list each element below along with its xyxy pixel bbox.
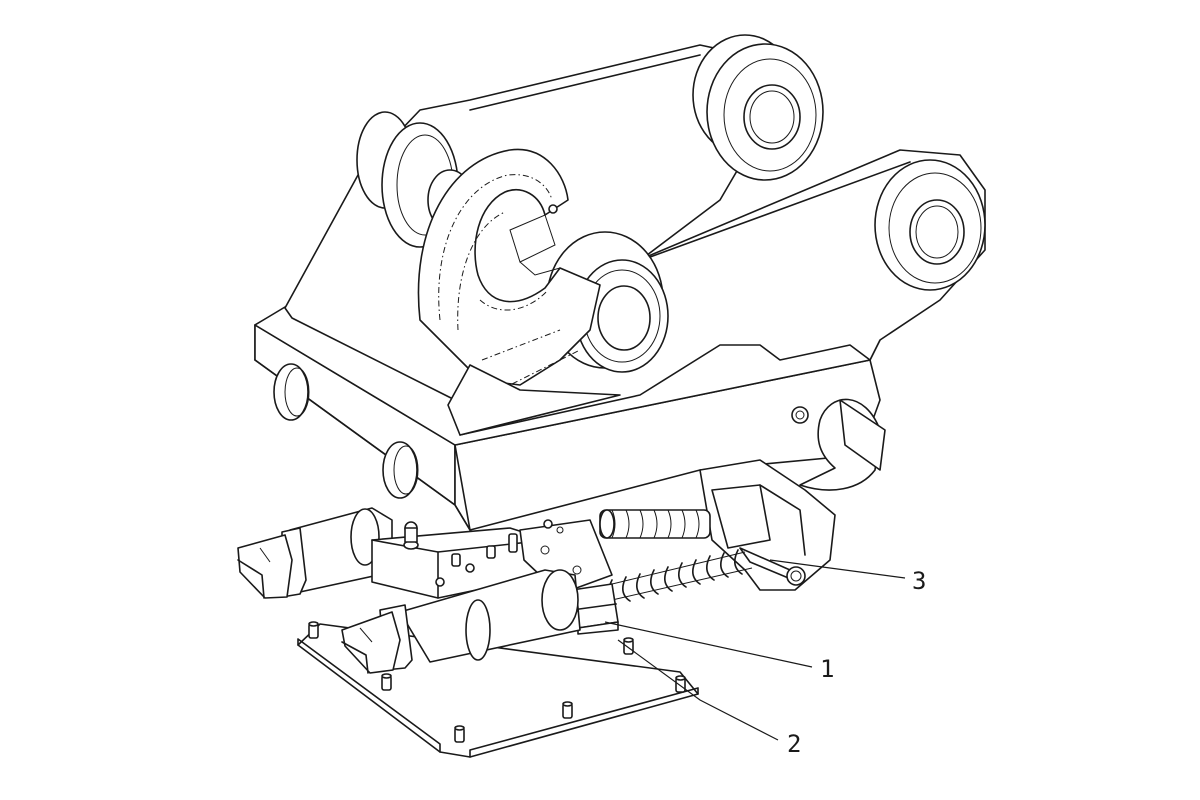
front-hydraulic-cylinder bbox=[341, 569, 581, 674]
plate-pin bbox=[308, 621, 319, 639]
plate-pin bbox=[381, 673, 392, 691]
front-hook-jaw bbox=[791, 398, 886, 491]
valve-fitting bbox=[451, 553, 461, 567]
lock-block bbox=[571, 583, 619, 635]
valve-fitting bbox=[486, 545, 496, 559]
valve-fitting bbox=[508, 533, 518, 553]
locking-wedge bbox=[699, 459, 836, 591]
callout-1: 1 bbox=[820, 655, 834, 683]
lower-spring bbox=[607, 549, 753, 605]
callout-2: 2 bbox=[787, 730, 801, 758]
upper-spring bbox=[599, 509, 711, 539]
plate-pin bbox=[562, 701, 573, 719]
plate-pin bbox=[454, 725, 465, 743]
callout-3: 3 bbox=[912, 567, 926, 595]
rear-right-axle-boss bbox=[692, 34, 824, 181]
rear-hydraulic-cylinder bbox=[237, 507, 393, 599]
safety-latch bbox=[417, 148, 621, 436]
callout-leaders bbox=[604, 559, 906, 741]
housing-side-hole bbox=[273, 363, 310, 421]
plate-pin bbox=[623, 637, 634, 655]
front-right-axle-boss bbox=[874, 159, 986, 291]
housing-side-hole bbox=[382, 441, 419, 499]
